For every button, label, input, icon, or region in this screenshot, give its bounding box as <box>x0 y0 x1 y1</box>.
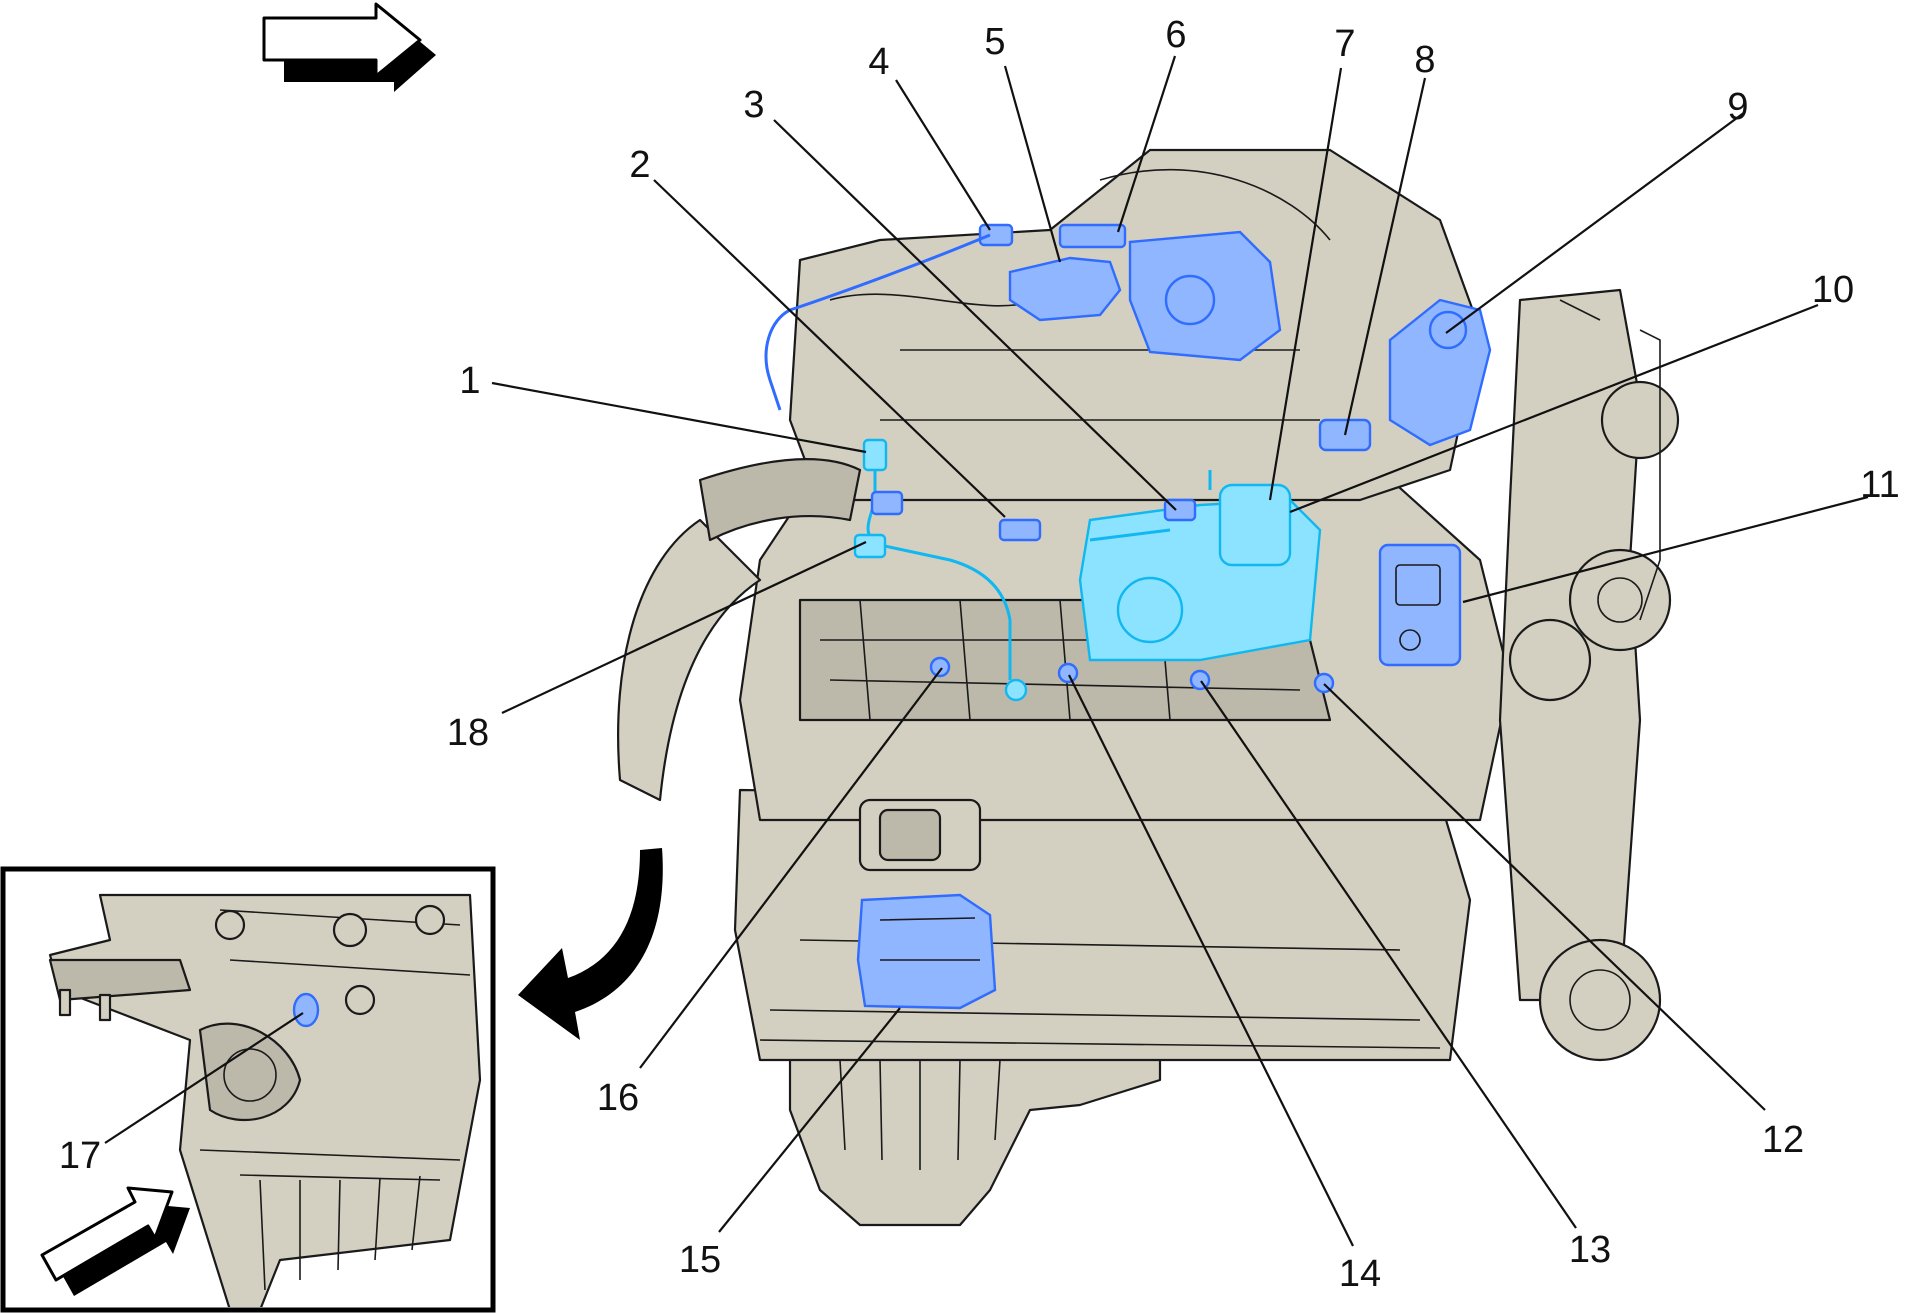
callout-4: 4 <box>868 41 889 83</box>
leader-lines <box>491 55 1869 1247</box>
callout-10: 10 <box>1812 269 1854 311</box>
curved-pointer-arrow-icon <box>518 848 663 1040</box>
inset-direction-arrow-icon <box>40 1186 190 1296</box>
callout-13: 13 <box>1569 1229 1611 1271</box>
callout-14: 14 <box>1339 1253 1381 1295</box>
callout-18: 18 <box>447 712 489 754</box>
direction-arrow-icon <box>262 2 436 92</box>
callout-6: 6 <box>1165 14 1186 56</box>
callout-17: 17 <box>59 1135 101 1177</box>
inset-detail-view: 17 <box>0 866 496 1313</box>
callout-3: 3 <box>743 84 764 126</box>
callout-1: 1 <box>459 360 480 402</box>
highlighted-components <box>764 223 1492 1010</box>
callout-12: 12 <box>1762 1119 1804 1161</box>
callout-2: 2 <box>629 144 650 186</box>
callout-11: 11 <box>1860 464 1899 506</box>
callout-16: 16 <box>597 1077 639 1119</box>
callout-8: 8 <box>1414 39 1435 81</box>
callout-7: 7 <box>1334 23 1355 65</box>
callout-9: 9 <box>1727 86 1748 128</box>
callout-5: 5 <box>984 21 1005 63</box>
callout-labels: 1 2 3 4 5 6 7 8 9 10 11 12 13 14 15 16 1… <box>447 14 1900 1295</box>
callout-15: 15 <box>679 1239 721 1281</box>
